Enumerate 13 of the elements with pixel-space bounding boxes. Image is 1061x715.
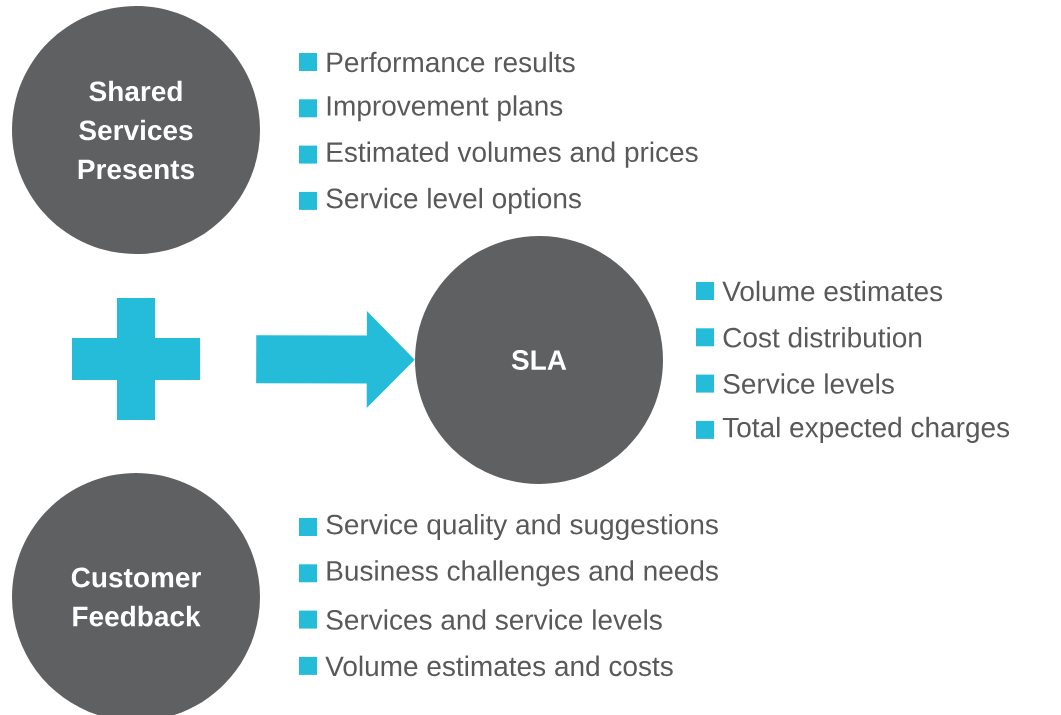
list-item: Estimated volumes and prices (327, 141, 698, 168)
list-item: Performance results (327, 51, 575, 73)
list-item: Cost distribution (723, 327, 922, 348)
list-item: Services and service levels (326, 609, 662, 630)
list-item: Service level options (326, 187, 581, 214)
plus-sign (72, 298, 200, 420)
list-item: Volume estimates (722, 280, 943, 302)
list-item: Volume estimates and costs (325, 655, 673, 677)
list-item: Service levels (723, 373, 894, 394)
list-item: Business challenges and needs (327, 560, 718, 587)
list-item: Service quality and suggestions (326, 513, 718, 541)
list-item: Total expected charges (722, 416, 1010, 443)
list-item: Improvement plans (327, 95, 563, 122)
